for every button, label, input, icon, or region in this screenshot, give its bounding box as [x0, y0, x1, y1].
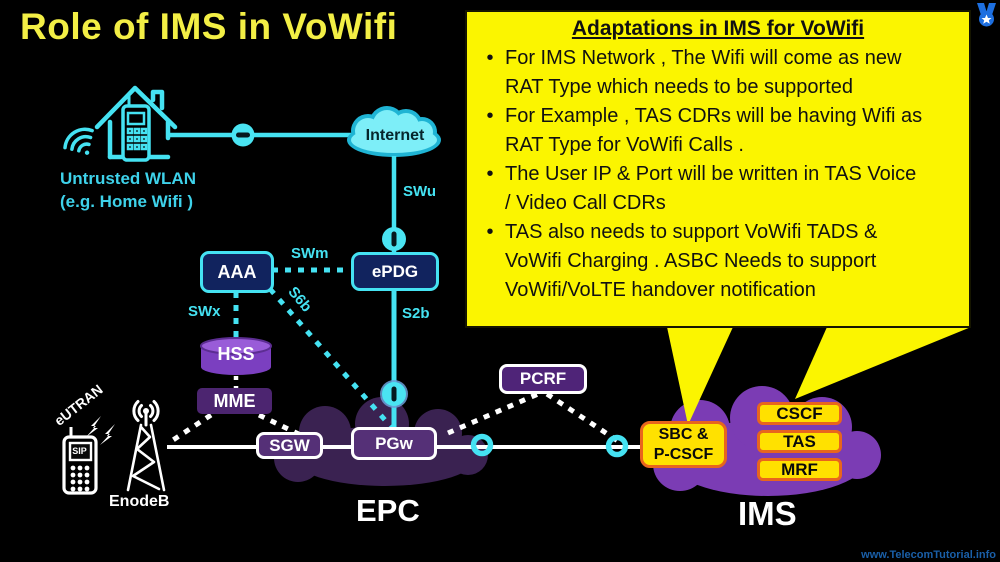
bullet-text: For IMS Network , The Wifi will come as …	[505, 47, 902, 98]
bullet-marker: •	[486, 105, 494, 127]
hss-cylinder	[200, 337, 272, 375]
house-icon	[94, 85, 178, 160]
interface-label-swm: SWm	[291, 245, 329, 262]
mme-enodeb-line	[168, 412, 213, 445]
callout-bullet: • For IMS Network , The Wifi will come a…	[475, 44, 961, 102]
node-aaa: AAA	[200, 251, 274, 293]
connector-node-pgw	[380, 380, 408, 408]
enodeb-antenna-icon	[126, 400, 166, 492]
node-cscf: CSCF	[757, 402, 842, 425]
bullet-marker: •	[486, 47, 494, 69]
interface-label-swu: SWu	[403, 183, 437, 200]
bullet-marker: •	[486, 221, 494, 243]
callout-title: Adaptations in IMS for VoWifi	[571, 17, 865, 40]
ims-domain-label: IMS	[738, 495, 797, 532]
node-epdg: ePDG	[351, 252, 439, 291]
s6b-line	[268, 287, 394, 430]
watermark: www.TelecomTutorial.info	[861, 549, 996, 561]
epc-domain-label: EPC	[356, 493, 420, 528]
node-sgw: SGW	[256, 432, 323, 459]
bullet-text: The User IP & Port will be written in TA…	[505, 163, 917, 214]
connector-node-wlan	[231, 123, 255, 147]
wifi-icon	[63, 127, 94, 155]
node-pgw: PGw	[351, 427, 437, 460]
node-hss: HSS	[217, 344, 255, 364]
connector-node-epdg	[382, 227, 406, 251]
node-sbc-pcscf: SBC & P-CSCF	[640, 421, 727, 468]
node-tas: TAS	[757, 430, 842, 453]
wlan-caption-line2: (e.g. Home Wifi )	[60, 192, 194, 211]
callout-bullet: • TAS also needs to support VoWifi TADS …	[475, 218, 961, 305]
interface-label-s2b: S2b	[402, 305, 430, 322]
ring-node-sbc	[605, 434, 629, 458]
bullet-text: TAS also needs to support VoWifi TADS & …	[505, 221, 878, 301]
adaptations-callout: Adaptations in IMS for VoWifi • For IMS …	[465, 10, 971, 328]
bullet-text: For Example , TAS CDRs will be having Wi…	[505, 105, 923, 156]
interface-label-swx: SWx	[188, 303, 221, 320]
wlan-caption: Untrusted WLAN (e.g. Home Wifi )	[60, 167, 196, 213]
node-pcrf: PCRF	[499, 364, 587, 394]
bullet-marker: •	[486, 163, 494, 185]
callout-tail-right	[795, 327, 971, 399]
pgw-pcrf-line	[447, 391, 539, 436]
callout-bullet: • The User IP & Port will be written in …	[475, 160, 961, 218]
lightning-icon	[86, 416, 115, 445]
page-title: Role of IMS in VoWifi	[20, 6, 398, 47]
enodeb-label: EnodeB	[109, 493, 170, 510]
sip-phone-icon	[62, 427, 98, 495]
internet-cloud	[347, 106, 441, 157]
internet-cloud-label: Internet	[365, 127, 425, 144]
ring-node-sgi	[470, 433, 494, 457]
medal-logo-icon	[977, 3, 996, 27]
pcrf-sbc-line	[545, 391, 620, 444]
mobile-phone-icon	[121, 95, 151, 162]
wlan-caption-line1: Untrusted WLAN	[60, 169, 196, 188]
node-mrf: MRF	[757, 458, 842, 481]
sip-phone-label: SIP	[72, 446, 87, 456]
callout-bullet: • For Example , TAS CDRs will be having …	[475, 102, 961, 160]
callout-tail-left	[667, 327, 733, 425]
node-mme: MME	[197, 388, 272, 414]
